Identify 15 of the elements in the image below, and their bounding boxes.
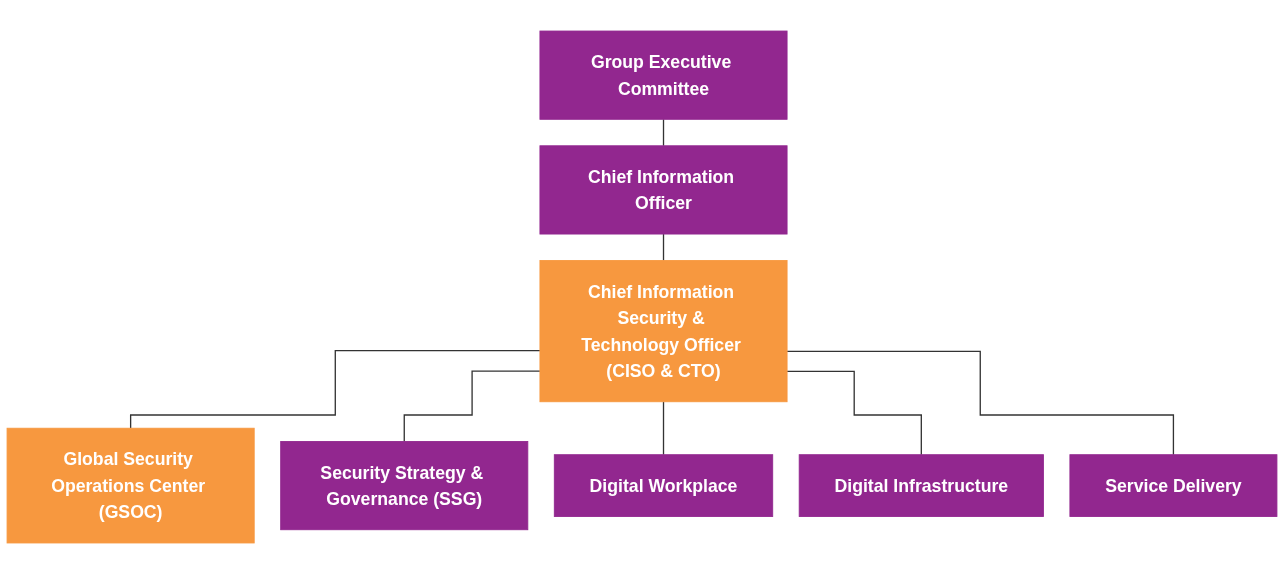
node-box (539, 260, 788, 403)
node-box (539, 30, 788, 120)
connector (662, 401, 665, 456)
connector (403, 370, 541, 443)
node-box (798, 454, 1044, 517)
connector (786, 370, 922, 456)
node-box (6, 427, 255, 544)
connector (662, 118, 665, 147)
node-box (280, 441, 529, 531)
connector (662, 233, 665, 262)
node-box (1069, 454, 1278, 517)
node-box (539, 145, 788, 235)
connector (786, 350, 1175, 456)
connector (129, 349, 541, 429)
node-box (553, 454, 774, 517)
